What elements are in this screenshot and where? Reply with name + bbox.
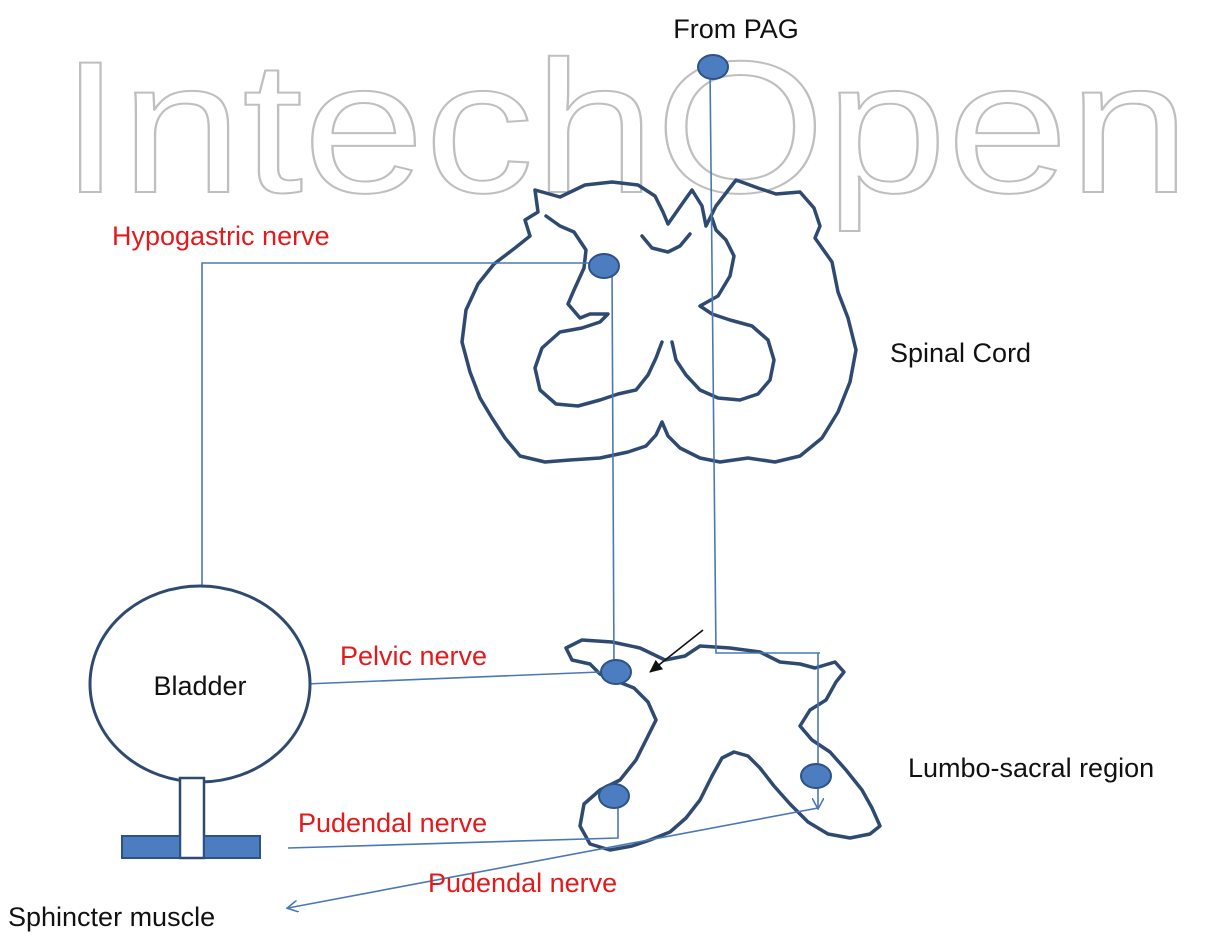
- central-canal: [642, 234, 690, 252]
- pudendal-neuron-node-right: [801, 764, 831, 788]
- watermark-logo: IntechOpen: [60, 22, 1190, 232]
- hypogastric-nerve-label: Hypogastric nerve: [112, 221, 330, 251]
- sphincter-bar-right: [204, 836, 260, 858]
- pudendal-nerve-lower-label: Pudendal nerve: [428, 868, 617, 898]
- sphincter-muscle-label: Sphincter muscle: [8, 902, 215, 932]
- urethra-stem: [180, 778, 204, 858]
- sphincter-bar-left: [122, 836, 180, 858]
- hypogastric-neuron-node: [589, 254, 619, 278]
- pelvic-connection-line: [612, 268, 614, 668]
- spinal-cord-label: Spinal Cord: [890, 338, 1031, 368]
- grey-matter-left: [535, 216, 662, 406]
- pelvic-neuron-node: [601, 660, 631, 684]
- grey-matter-right: [672, 218, 774, 400]
- hypogastric-nerve-line: [202, 263, 600, 586]
- from-pag-label: From PAG: [673, 14, 799, 44]
- bladder-label: Bladder: [153, 671, 246, 701]
- pelvic-nerve-line: [305, 672, 600, 684]
- lumbo-sacral-region-label: Lumbo-sacral region: [908, 753, 1154, 783]
- pelvic-nerve-label: Pelvic nerve: [340, 641, 487, 671]
- pudendal-neuron-node-left: [599, 784, 629, 808]
- pag-neuron-node: [698, 55, 728, 79]
- pudendal-nerve-upper-label: Pudendal nerve: [298, 808, 487, 838]
